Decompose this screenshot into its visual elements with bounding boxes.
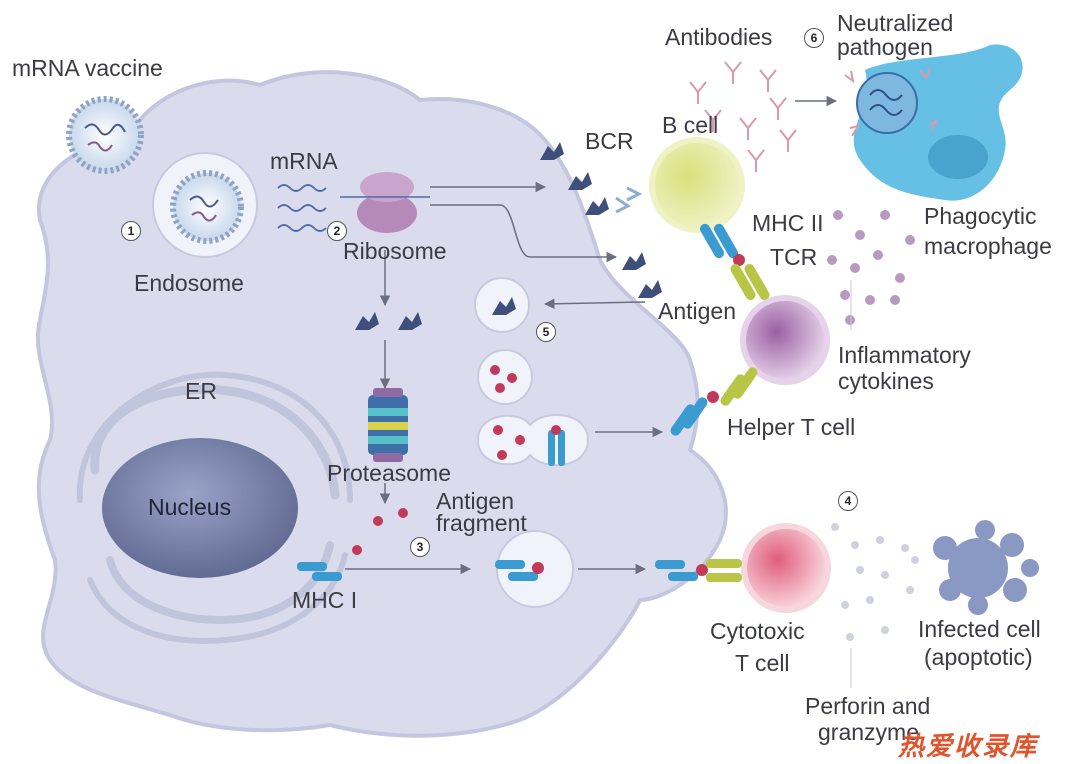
helper-t-cell <box>740 295 830 385</box>
mrna-vaccine-particle-icon <box>66 96 144 174</box>
label-mhc-i: MHC I <box>292 587 358 613</box>
step-marker-6: 6 <box>804 28 824 48</box>
antigen-fragment-dots <box>352 508 408 555</box>
mrna-strands-icon <box>277 184 327 232</box>
label-nucleus: Nucleus <box>148 494 232 520</box>
label-mrna-vaccine: mRNA vaccine <box>12 55 163 81</box>
mhc-ii-tcr-complex <box>700 223 770 300</box>
antibodies-icon <box>689 61 797 172</box>
label-perforin-1: Perforin and <box>805 693 931 719</box>
label-infected-1: Infected cell <box>918 616 1041 642</box>
proteasome-icon <box>368 388 408 462</box>
label-phagocytic-2: macrophage <box>924 233 1052 259</box>
mhc-i-icon <box>297 562 342 581</box>
label-antibodies: Antibodies <box>665 24 773 50</box>
inflammatory-cytokine-dots <box>827 210 915 325</box>
label-er: ER <box>185 378 217 404</box>
nucleus <box>102 438 298 578</box>
helper-t-tcr-complex <box>670 367 758 436</box>
label-antigen: Antigen <box>658 298 737 324</box>
label-ribosome: Ribosome <box>343 238 447 264</box>
vesicle-peptides <box>477 349 533 405</box>
label-b-cell: B cell <box>662 112 719 138</box>
label-inflammatory-2: cytokines <box>838 368 934 394</box>
watermark-text: 热爱收录库 <box>898 732 1039 762</box>
perforin-granzyme-dots <box>831 523 919 641</box>
label-phagocytic-1: Phagocytic <box>924 203 1037 229</box>
label-mrna: mRNA <box>270 148 338 174</box>
cytotoxic-t-cell <box>741 523 831 613</box>
label-proteasome: Proteasome <box>327 460 452 486</box>
endosome-icon <box>152 152 258 258</box>
label-neutralized-1: Neutralized <box>837 10 954 36</box>
step-marker-4: 4 <box>838 491 858 511</box>
label-neutralized-2: pathogen <box>837 34 933 60</box>
ribosome-icon <box>340 172 430 233</box>
label-tcr: TCR <box>770 244 818 270</box>
b-cell <box>649 137 745 233</box>
label-infected-2: (apoptotic) <box>924 644 1033 670</box>
step-marker-2: 2 <box>327 221 347 241</box>
label-antigen-fragment-2: fragment <box>436 510 527 536</box>
label-endosome: Endosome <box>134 270 244 296</box>
endoplasmic-reticulum <box>76 371 353 644</box>
label-antigen-fragment-1: Antigen <box>436 488 515 514</box>
label-bcr: BCR <box>585 128 634 154</box>
step-marker-5: 5 <box>536 322 556 342</box>
neutralized-pathogen-icon <box>844 67 939 137</box>
cytotoxic-tcr-complex <box>655 559 742 582</box>
pathway-arrows <box>345 95 838 575</box>
step-marker-3: 3 <box>410 537 430 557</box>
vesicle-mhc-ii-loading <box>476 413 590 467</box>
label-inflammatory-1: Inflammatory <box>838 342 971 368</box>
label-cytotoxic-2: T cell <box>735 650 790 676</box>
antigen-icons <box>355 142 662 330</box>
label-mhc-ii: MHC II <box>752 210 824 236</box>
infected-apoptotic-cell <box>933 520 1039 615</box>
step-marker-1: 1 <box>121 221 141 241</box>
label-helper-t-cell: Helper T cell <box>727 414 856 440</box>
label-cytotoxic-1: Cytotoxic <box>710 618 805 644</box>
label-perforin-2: granzyme <box>818 719 919 745</box>
